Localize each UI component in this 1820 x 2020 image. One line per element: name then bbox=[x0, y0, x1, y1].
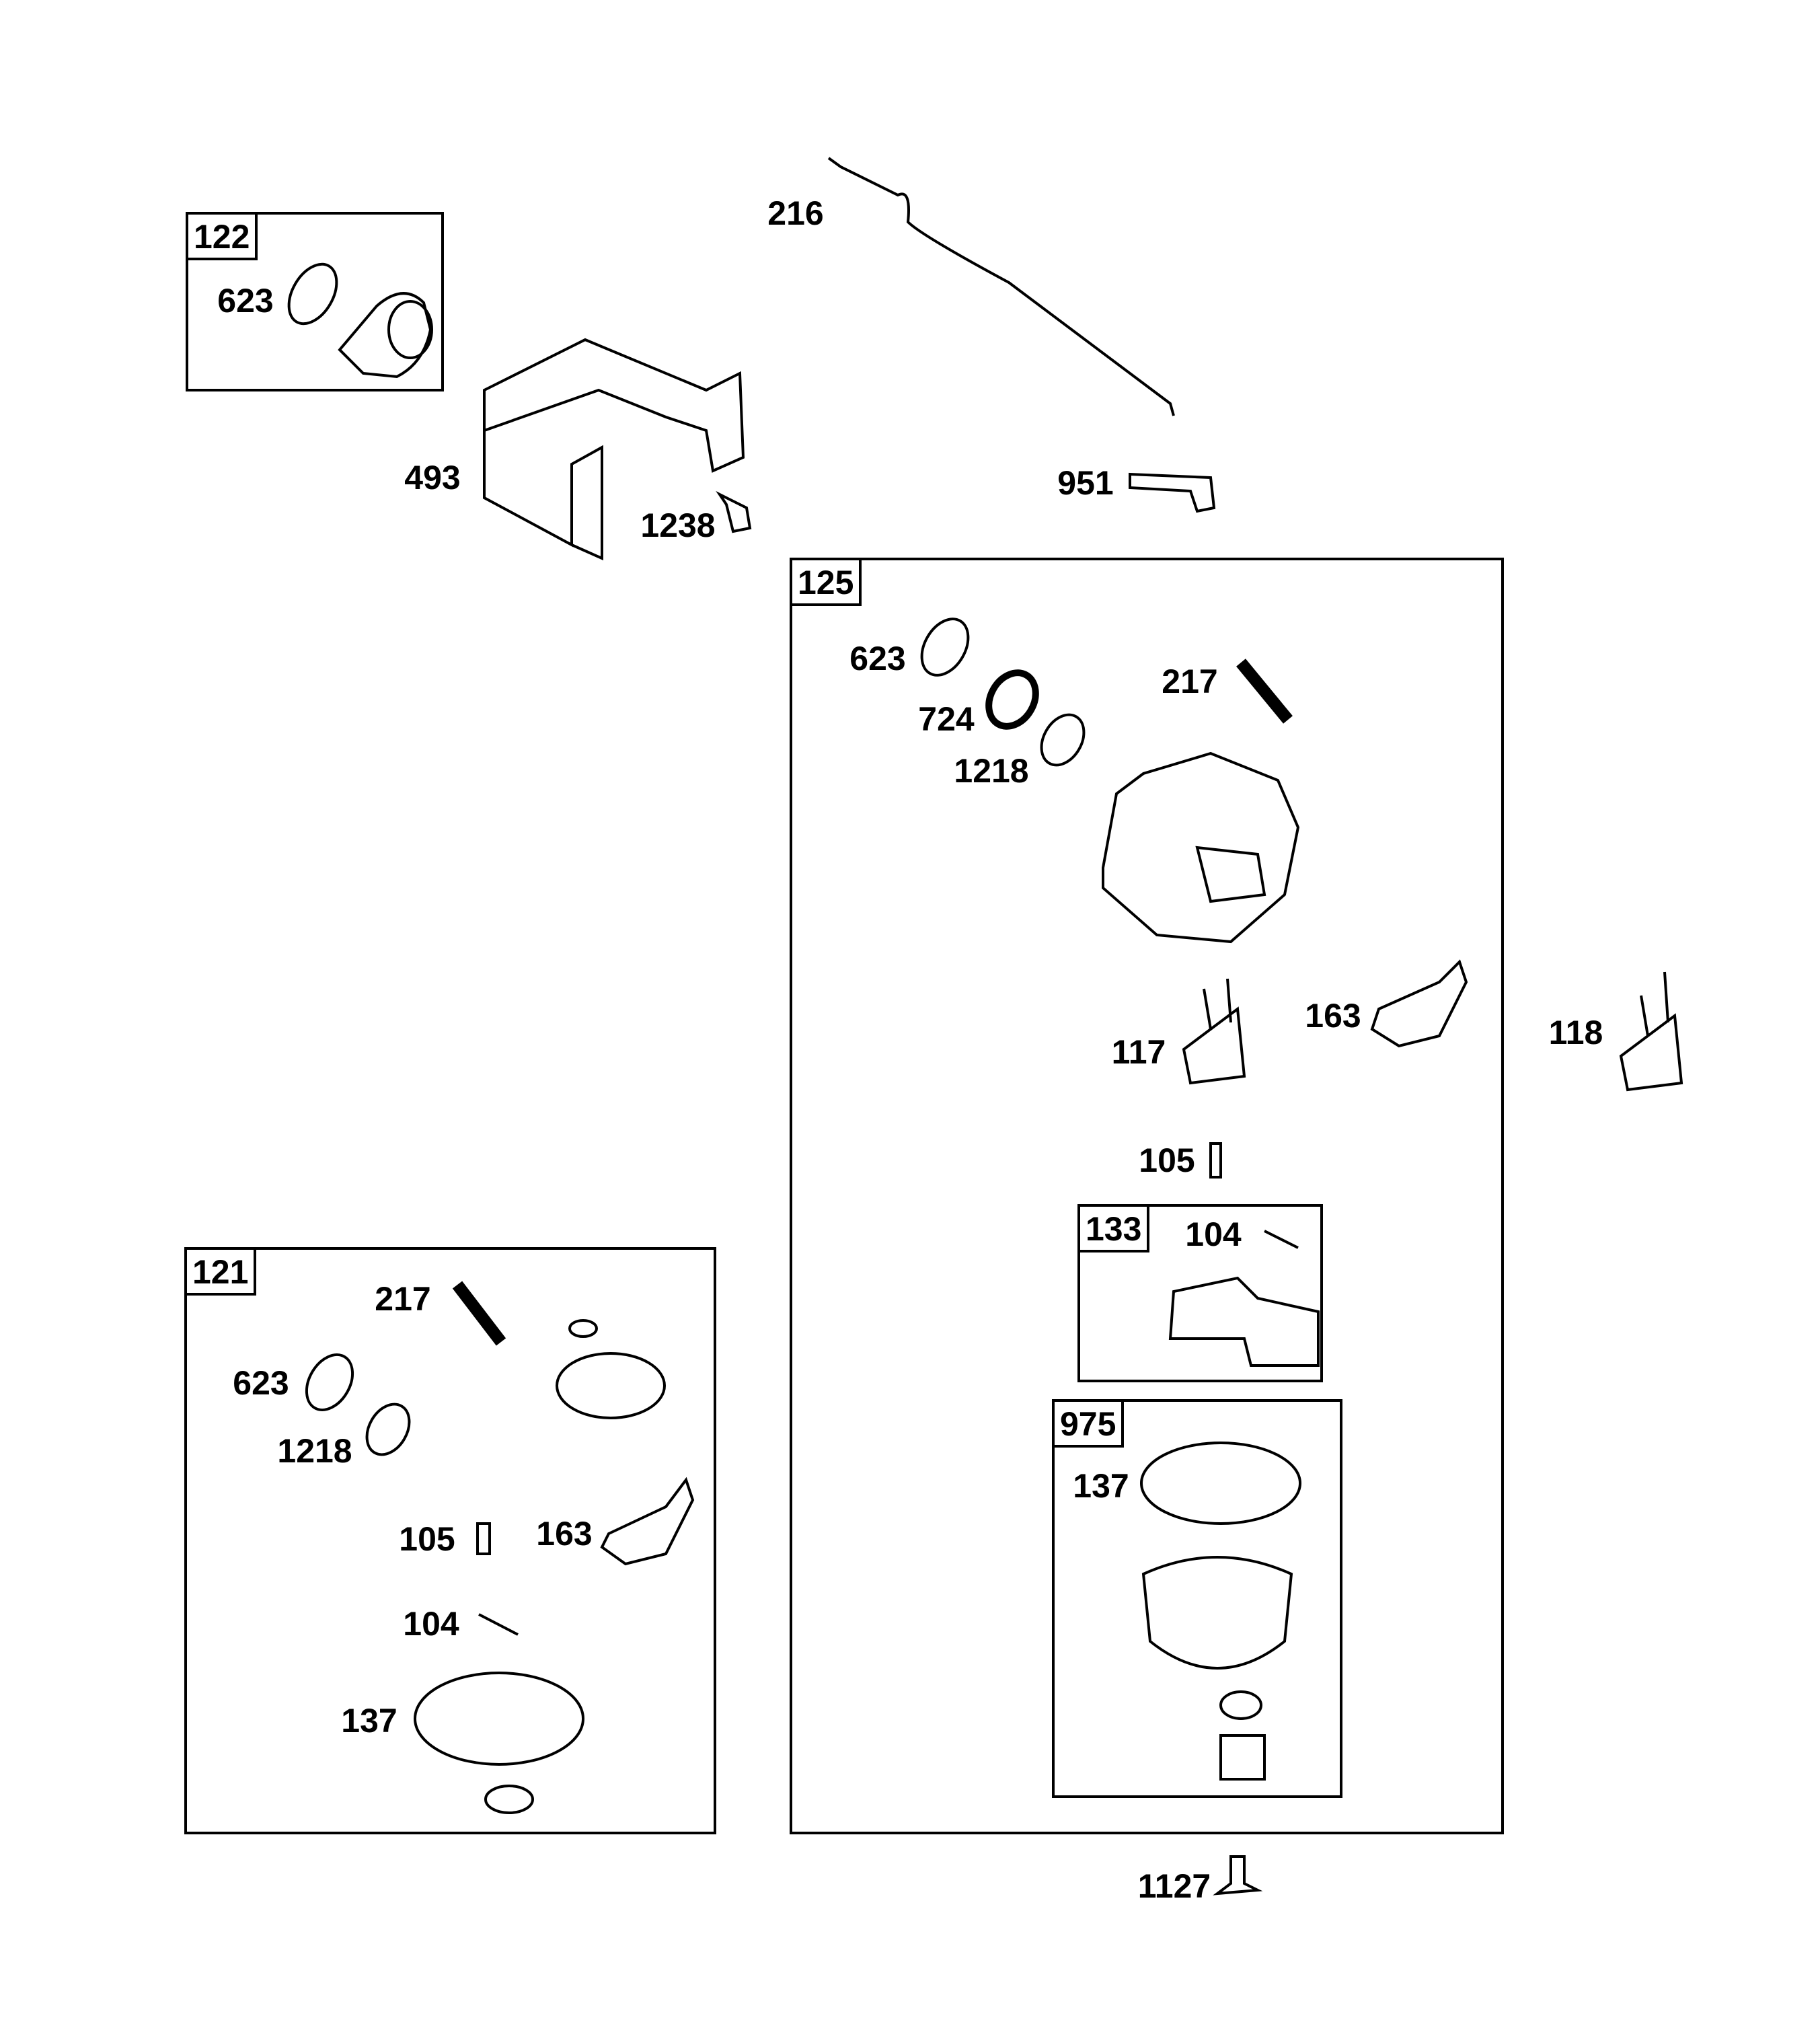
part-label[interactable]: 623 bbox=[849, 640, 906, 677]
o-ring-137-illustration bbox=[414, 1672, 584, 1766]
o-ring-137-illustration bbox=[1140, 1442, 1301, 1525]
screw-1127-illustration bbox=[1213, 1855, 1263, 1896]
o-ring-623-illustration bbox=[920, 618, 970, 677]
seal-724-illustration bbox=[985, 669, 1039, 730]
o-ring-1218-illustration bbox=[365, 1402, 411, 1456]
kit-box-133: 133 bbox=[1077, 1204, 1323, 1382]
needle-105-illustration bbox=[476, 1522, 491, 1555]
o-ring-623-illustration bbox=[305, 1353, 354, 1411]
kit-box-121: 121 bbox=[184, 1247, 716, 1834]
part-label[interactable]: 217 bbox=[375, 1280, 431, 1318]
part-label[interactable]: 105 bbox=[399, 1520, 455, 1558]
kit-box-125: 125 bbox=[790, 558, 1504, 1834]
float-illustration bbox=[1168, 1276, 1320, 1367]
pin-104-illustration bbox=[478, 1613, 519, 1636]
carburetor-illustration bbox=[1102, 751, 1300, 944]
bowl-nut-illustration bbox=[1219, 1734, 1266, 1781]
part-label[interactable]: 104 bbox=[403, 1605, 459, 1643]
o-ring-623-illustration bbox=[287, 262, 338, 326]
part-label[interactable]: 1238 bbox=[640, 507, 716, 544]
part-label[interactable]: 163 bbox=[1305, 997, 1361, 1035]
part-label[interactable]: 724 bbox=[918, 700, 975, 738]
o-ring-1218-illustration bbox=[1040, 713, 1086, 767]
kit-number: 122 bbox=[186, 212, 258, 260]
needle-105-illustration bbox=[1209, 1142, 1222, 1179]
bolt-1238-illustration bbox=[716, 490, 752, 533]
lever-951-illustration bbox=[1129, 472, 1216, 513]
part-label[interactable]: 1127 bbox=[1137, 1867, 1211, 1905]
part-label[interactable]: 104 bbox=[1185, 1215, 1242, 1253]
bracket-493-illustration bbox=[483, 338, 745, 561]
kit-box-122: 122 bbox=[186, 212, 444, 391]
part-label[interactable]: 217 bbox=[1162, 663, 1218, 700]
part-label[interactable]: 216 bbox=[767, 194, 824, 232]
part-label[interactable]: 1218 bbox=[277, 1432, 352, 1470]
gasket-163-illustration bbox=[1370, 959, 1468, 1048]
part-label[interactable]: 118 bbox=[1548, 1014, 1603, 1051]
part-label[interactable]: 493 bbox=[404, 459, 461, 496]
part-label[interactable]: 137 bbox=[341, 1702, 397, 1740]
spring-217-illustration bbox=[452, 1281, 506, 1346]
kit-number: 133 bbox=[1077, 1204, 1150, 1252]
kit-box-975: 975 bbox=[1052, 1399, 1342, 1798]
kit-number: 121 bbox=[184, 1247, 257, 1296]
part-label[interactable]: 117 bbox=[1111, 1033, 1166, 1071]
spring-217-illustration bbox=[1236, 659, 1293, 724]
part-label[interactable]: 105 bbox=[1139, 1142, 1195, 1179]
pin-104-illustration bbox=[1264, 1230, 1299, 1249]
part-label[interactable]: 623 bbox=[233, 1364, 289, 1402]
gasket-163-illustration bbox=[600, 1476, 695, 1566]
gasket-illustration bbox=[556, 1352, 666, 1419]
fuel-valve-117-illustration bbox=[1182, 978, 1246, 1085]
part-label[interactable]: 623 bbox=[217, 282, 274, 320]
kit-number: 975 bbox=[1052, 1399, 1125, 1448]
part-label[interactable]: 1218 bbox=[954, 752, 1029, 790]
float-bowl-illustration bbox=[1141, 1556, 1293, 1670]
part-label[interactable]: 951 bbox=[1057, 464, 1114, 502]
fuel-valve-118-illustration bbox=[1619, 971, 1683, 1092]
kit-number: 125 bbox=[790, 558, 862, 606]
part-label[interactable]: 163 bbox=[536, 1515, 593, 1553]
part-label[interactable]: 137 bbox=[1073, 1467, 1129, 1505]
governor-link-216-illustration bbox=[827, 157, 1175, 416]
